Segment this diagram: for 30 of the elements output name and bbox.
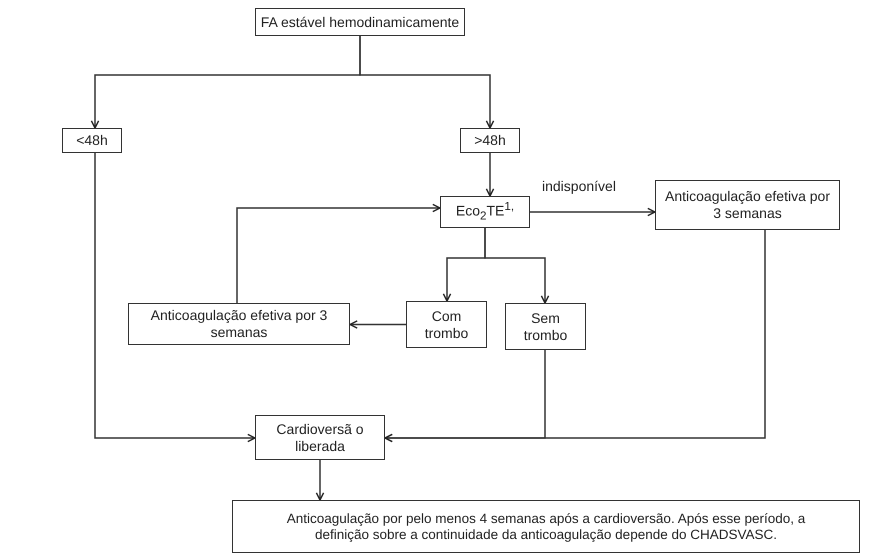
process-box — [406, 301, 487, 348]
node-text: Anticoagulação por pelo menos 4 semanas após a cardioversão. Após esse período, a definição sobre a continuidade da anticoagulação depende do CHADSVASC. — [286, 510, 806, 542]
process-box — [655, 180, 840, 230]
arrow — [359, 36, 494, 129]
process-box — [62, 128, 122, 153]
process-box — [255, 8, 465, 36]
node-text: Com trombo — [424, 308, 470, 342]
process-box — [460, 128, 520, 153]
process-box — [255, 415, 385, 460]
arrow — [486, 153, 494, 197]
node-text: >48h — [474, 132, 506, 149]
arrow — [349, 320, 406, 329]
node-text: Eco$_{2}$TE$^{1,}$ — [456, 200, 514, 224]
process-box — [128, 303, 350, 345]
arrow — [384, 230, 766, 442]
edge-label: indisponível — [540, 178, 618, 194]
note-box — [232, 500, 860, 553]
node-text: Anticoagulação efetiva por 3 semanas — [150, 307, 328, 341]
arrow — [530, 208, 656, 216]
node-text: FA estável hemodinamicamente — [260, 14, 460, 30]
arrow — [236, 204, 441, 303]
arrow — [484, 228, 550, 304]
node-text: Sem trombo — [522, 310, 568, 344]
process-box — [505, 303, 586, 350]
node-text: Anticoagulação efetiva por 3 semanas — [664, 188, 831, 222]
node-text: Cardioversã o liberada — [275, 420, 365, 454]
node-text: <48h — [76, 132, 108, 149]
process-box — [440, 196, 530, 228]
arrow — [94, 153, 256, 442]
arrow — [316, 460, 324, 501]
